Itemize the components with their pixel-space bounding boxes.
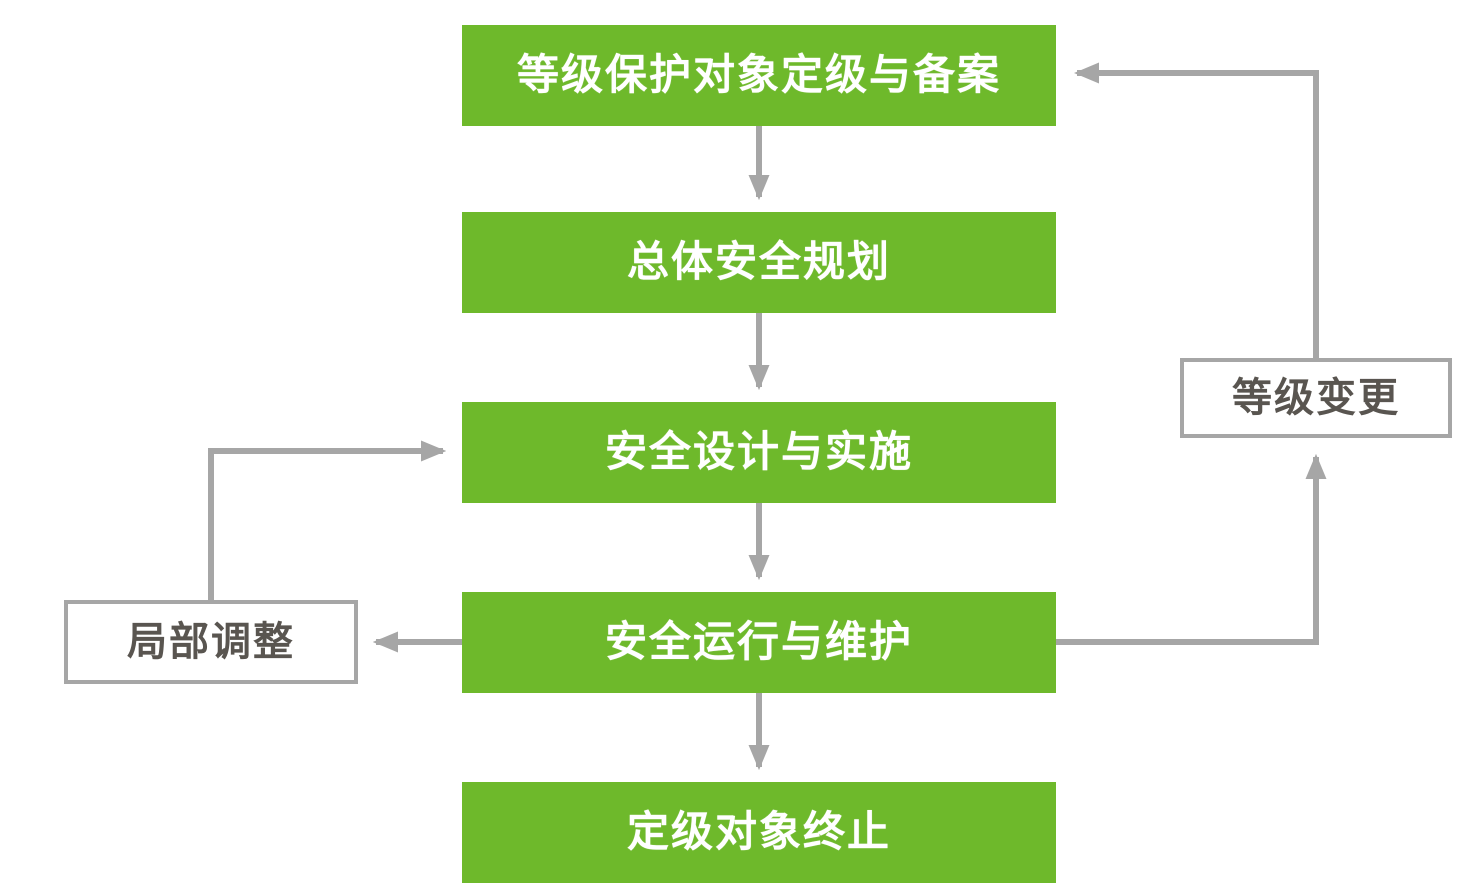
edge-operation-to-level-change — [1056, 453, 1327, 645]
node-label: 局部调整 — [127, 620, 295, 664]
node-label: 安全设计与实施 — [604, 428, 913, 476]
edge-level-change-to-grading — [1073, 62, 1319, 358]
node-security-design-and-implementation[interactable]: 安全设计与实施 — [462, 402, 1056, 503]
edge-local-adjust-to-design — [208, 440, 447, 600]
node-label: 等级保护对象定级与备案 — [516, 51, 1001, 99]
node-label: 定级对象终止 — [626, 808, 891, 856]
node-label: 总体安全规划 — [626, 238, 891, 286]
node-graded-object-termination[interactable]: 定级对象终止 — [462, 782, 1056, 883]
node-label: 安全运行与维护 — [604, 618, 913, 666]
node-grading-and-filing[interactable]: 等级保护对象定级与备案 — [462, 25, 1056, 126]
node-local-adjustment[interactable]: 局部调整 — [64, 600, 358, 684]
node-level-change[interactable]: 等级变更 — [1180, 358, 1452, 438]
node-security-operation-and-maintenance[interactable]: 安全运行与维护 — [462, 592, 1056, 693]
node-overall-security-planning[interactable]: 总体安全规划 — [462, 212, 1056, 313]
node-label: 等级变更 — [1232, 376, 1400, 420]
